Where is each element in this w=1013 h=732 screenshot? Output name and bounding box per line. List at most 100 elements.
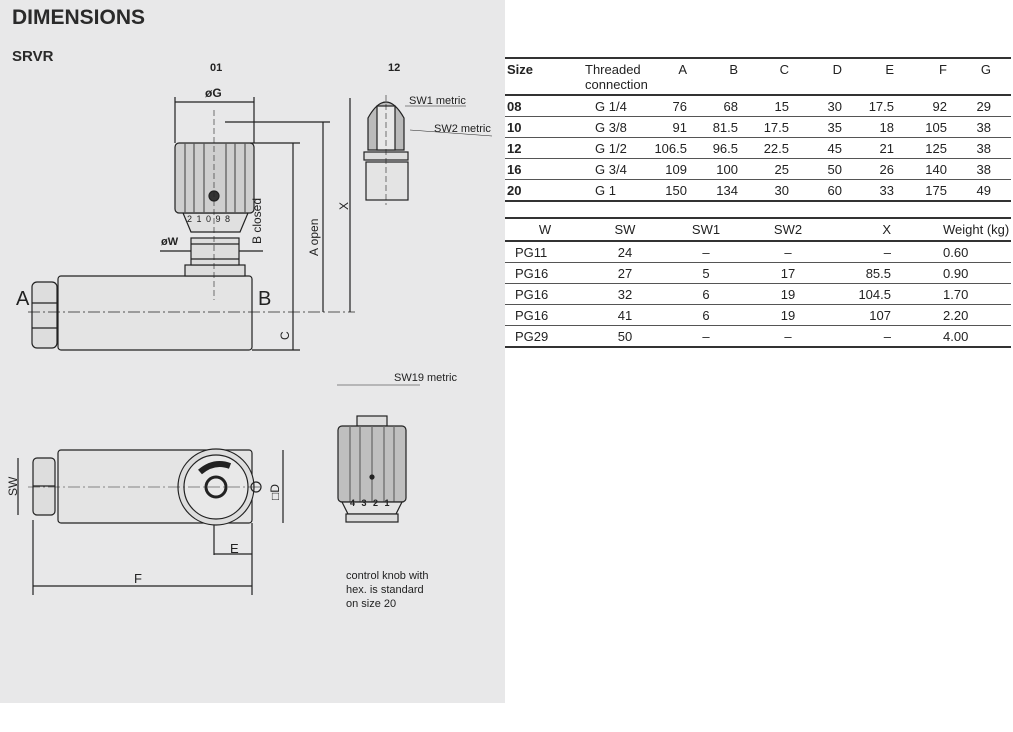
table-cell: 17.5	[847, 95, 899, 117]
table-cell: 68	[695, 95, 743, 117]
table-cell: 96.5	[695, 137, 743, 159]
header-d: D	[795, 58, 847, 96]
table-cell: 140	[899, 158, 952, 180]
dial-scale-front: 2 1 0 9 8	[187, 214, 232, 224]
table-cell: 25	[743, 158, 795, 180]
table-cell: PG11	[505, 241, 585, 263]
note-line: on size 20	[346, 598, 397, 610]
table-cell: G 1/2	[561, 137, 649, 159]
dim-e: E	[230, 541, 239, 556]
dim-b-closed: B closed	[250, 197, 264, 244]
table-cell: 30	[743, 179, 795, 202]
table-cell: 21	[847, 137, 899, 159]
dial-scale-side: 4 3 2 1	[350, 498, 392, 508]
table-cell: 1.70	[921, 283, 1011, 305]
table-cell: 0.90	[921, 262, 1011, 284]
table-cell: 30	[795, 95, 847, 117]
table-cell: –	[665, 325, 747, 348]
table-cell: 107	[829, 304, 921, 326]
header-a: A	[649, 58, 695, 96]
table-cell: 150	[649, 179, 695, 202]
header-size: Size	[505, 58, 561, 96]
table-cell: 50	[585, 325, 665, 348]
table-cell: 109	[649, 158, 695, 180]
table-cell: G 3/4	[561, 158, 649, 180]
table-cell: G 1/4	[561, 95, 649, 117]
table-cell: 38	[952, 116, 1011, 138]
view-label-12: 12	[388, 62, 401, 74]
table-cell: 4.00	[921, 325, 1011, 348]
table-cell: 17.5	[743, 116, 795, 138]
dim-c: C	[278, 331, 292, 340]
table-cell: 08	[505, 95, 561, 117]
table-cell: 38	[952, 158, 1011, 180]
page-title: DIMENSIONS	[12, 6, 146, 29]
table-cell: 0.60	[921, 241, 1011, 263]
technical-drawing	[17, 95, 493, 595]
table-cell: 45	[795, 137, 847, 159]
table-cell: 5	[665, 262, 747, 284]
table-cell: 2.20	[921, 304, 1011, 326]
table-cell: 22.5	[743, 137, 795, 159]
table-cell: 27	[585, 262, 665, 284]
model-subtitle: SRVR	[12, 48, 54, 65]
table-header-row: Size Threaded connection A B C D E F G	[505, 58, 1011, 96]
table-cell: 35	[795, 116, 847, 138]
note-line: control knob with	[346, 570, 429, 582]
label-sw1: SW1 metric	[409, 95, 466, 107]
table-cell: PG16	[505, 283, 585, 305]
header-f: F	[899, 58, 952, 96]
table-cell: 91	[649, 116, 695, 138]
table-cell: 134	[695, 179, 743, 202]
header-e: E	[847, 58, 899, 96]
table-cell: 12	[505, 137, 561, 159]
front-view	[28, 97, 355, 351]
table-cell: 19	[747, 283, 829, 305]
table-cell: 92	[899, 95, 952, 117]
label-sw2: SW2 metric	[434, 123, 491, 135]
table-cell: –	[829, 325, 921, 348]
table-cell: 15	[743, 95, 795, 117]
table-cell: 32	[585, 283, 665, 305]
dim-d: □D	[268, 484, 282, 500]
table-cell: –	[747, 241, 829, 263]
header-weight: Weight (kg)	[921, 218, 1011, 242]
dim-sw: SW	[6, 476, 20, 496]
top-view	[17, 448, 284, 595]
label-dia-g: øG	[205, 86, 222, 100]
dim-a-open: A open	[307, 218, 321, 256]
table-cell: 6	[665, 283, 747, 305]
port-a-label: A	[16, 288, 30, 310]
table-cell: 26	[847, 158, 899, 180]
table-cell: 19	[747, 304, 829, 326]
dim-x: X	[337, 201, 351, 210]
table-cell: PG16	[505, 262, 585, 284]
table-cell: 24	[585, 241, 665, 263]
table-cell: 6	[665, 304, 747, 326]
table-cell: 81.5	[695, 116, 743, 138]
table-cell: 38	[952, 137, 1011, 159]
label-sw19: SW19 metric	[394, 372, 457, 384]
header-sw: SW	[585, 218, 665, 242]
dim-f: F	[134, 571, 142, 586]
table-cell: 76	[649, 95, 695, 117]
note-control-knob: control knob with hex. is standard on si…	[346, 569, 429, 611]
table-cell: 175	[899, 179, 952, 202]
table-cell: 49	[952, 179, 1011, 202]
header-sw2: SW2	[747, 218, 829, 242]
table-cell: 16	[505, 158, 561, 180]
table-cell: 100	[695, 158, 743, 180]
table-cell: G 3/8	[561, 116, 649, 138]
table-cell: 104.5	[829, 283, 921, 305]
header-b: B	[695, 58, 743, 96]
table-cell: 20	[505, 179, 561, 202]
